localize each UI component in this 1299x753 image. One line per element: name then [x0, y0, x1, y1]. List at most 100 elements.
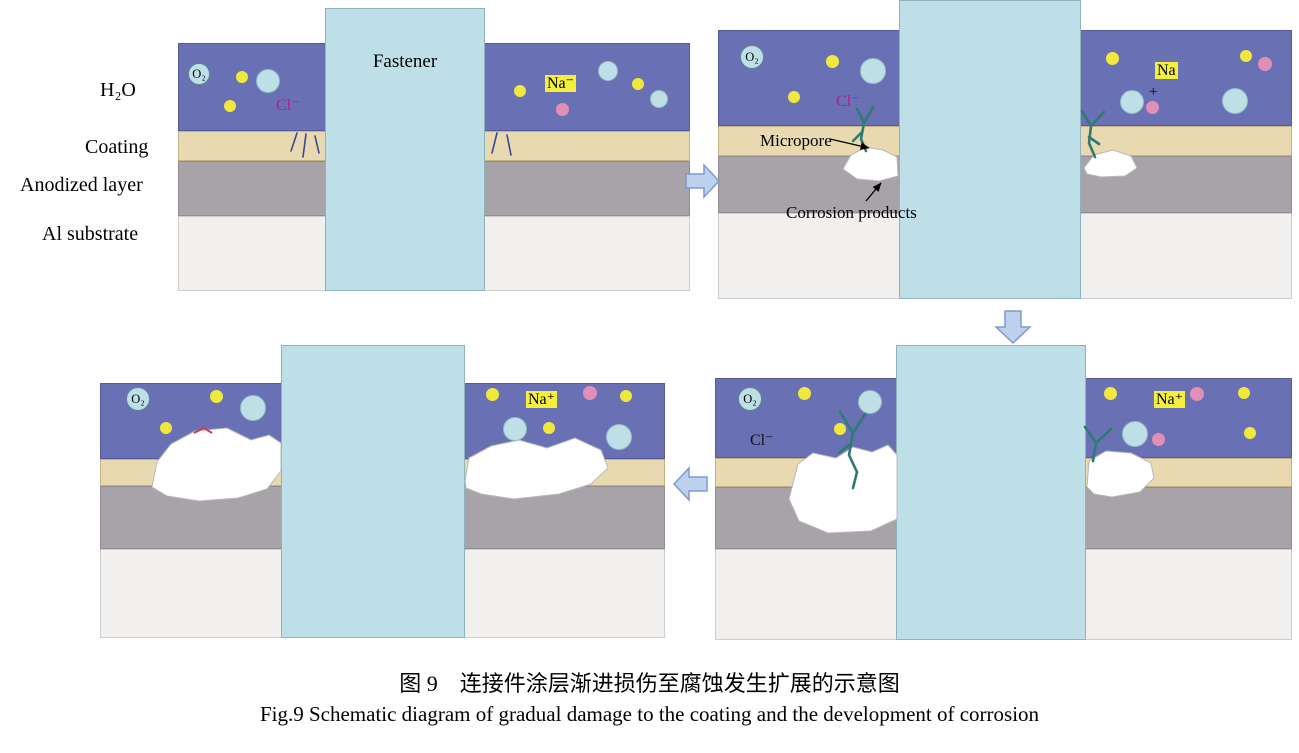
fastener — [899, 0, 1081, 299]
micropore-label: Micropore — [760, 131, 832, 150]
corrosion-blob — [464, 437, 609, 500]
figure-caption-zh: 图 9 连接件涂层渐进损伤至腐蚀发生扩展的示意图 — [399, 671, 900, 696]
yellow-ion — [543, 422, 555, 434]
yellow-ion — [1106, 52, 1119, 65]
fastener — [281, 345, 465, 638]
sodium-ion-label: Na — [1155, 62, 1178, 80]
stage-arrow-right — [685, 163, 721, 199]
yellow-ion — [834, 423, 846, 435]
label-anodized: Anodized layer — [20, 174, 143, 196]
corrosion-blob — [151, 427, 282, 502]
yellow-ion — [1238, 387, 1250, 399]
oxygen-ion-label: O₂ — [745, 49, 759, 64]
crack-path — [855, 107, 866, 125]
chloride-ion-label: Cl⁻ — [276, 97, 300, 114]
oxygen-ion-label: O₂ — [131, 391, 145, 406]
micropore-arrow — [829, 138, 870, 150]
sodium-charge-label: + — [1149, 84, 1158, 100]
crack-path — [302, 133, 307, 158]
bubble — [503, 417, 527, 441]
bubble — [606, 424, 632, 450]
yellow-ion — [236, 71, 248, 83]
oxygen-ion-badge: O₂ — [738, 387, 762, 411]
sodium-ion-text: Na⁺ — [526, 391, 558, 408]
crack-path — [1080, 109, 1093, 128]
chloride-ion-label: Cl⁻ — [750, 432, 774, 449]
yellow-ion — [1244, 427, 1256, 439]
yellow-ion — [798, 387, 811, 400]
figure-caption-en: Fig.9 Schematic diagram of gradual damag… — [259, 702, 1040, 726]
label-water: H₂O — [100, 79, 136, 101]
sodium-ion-text: Na — [1155, 62, 1178, 79]
yellow-ion — [160, 422, 172, 434]
corrosion-blob — [842, 146, 899, 182]
yellow-ion — [224, 100, 236, 112]
fastener — [896, 345, 1086, 640]
chloride-ion-label: Cl⁻ — [836, 93, 860, 110]
oxygen-ion-badge: O₂ — [740, 45, 764, 69]
crack-path — [1089, 110, 1106, 128]
bubble — [598, 61, 618, 81]
pink-ion — [1190, 387, 1204, 401]
yellow-ion — [210, 390, 223, 403]
yellow-ion — [788, 91, 800, 103]
corrosion-products-label: Corrosion products — [786, 203, 917, 222]
pink-ion — [1152, 433, 1165, 446]
crack-path — [1094, 427, 1113, 445]
sodium-ion-label: Na⁺ — [1154, 389, 1186, 409]
crack-path — [1083, 425, 1098, 445]
yellow-ion — [1240, 50, 1252, 62]
oxygen-ion-label: O₂ — [743, 391, 757, 406]
bubble — [1120, 90, 1144, 114]
yellow-ion — [632, 78, 644, 90]
crack-path — [851, 131, 863, 143]
bubble — [1222, 88, 1248, 114]
yellow-ion — [1104, 387, 1117, 400]
crack-path — [506, 134, 512, 156]
crack-path — [1087, 124, 1097, 159]
pink-ion — [583, 386, 597, 400]
pink-ion — [1258, 57, 1272, 71]
corrosion-red-mark — [193, 426, 213, 434]
fastener: Fastener — [325, 8, 485, 291]
sodium-ion-label: Na⁺ — [526, 389, 558, 409]
yellow-ion — [486, 388, 499, 401]
stage-arrow-left — [672, 466, 708, 502]
corrosion-products-arrow — [865, 182, 882, 202]
crack-path — [837, 443, 851, 455]
crack-path — [290, 132, 298, 152]
crack-path — [847, 431, 859, 474]
fastener-label: Fastener — [372, 51, 438, 72]
crack-path — [1091, 441, 1098, 463]
bubble — [1122, 421, 1148, 447]
crack-path — [862, 105, 875, 125]
pink-ion — [556, 103, 569, 116]
yellow-ion — [620, 390, 632, 402]
oxygen-ion-badge: O₂ — [188, 63, 210, 85]
label-substrate: Al substrate — [42, 223, 139, 245]
pink-ion — [1146, 101, 1159, 114]
sodium-ion-text: Na⁻ — [545, 75, 577, 92]
oxygen-ion-badge: O₂ — [126, 387, 150, 411]
crack-path — [491, 132, 498, 154]
oxygen-ion-label: O₂ — [192, 66, 206, 81]
crack-path — [314, 135, 320, 154]
corrosion-blob — [788, 444, 898, 534]
bubble — [240, 395, 266, 421]
bubble — [858, 390, 882, 414]
crack-path — [1087, 135, 1101, 146]
sodium-ion-label: Na⁻ — [545, 73, 577, 93]
bubble — [650, 90, 668, 108]
crack-path — [851, 470, 859, 490]
yellow-ion — [826, 55, 839, 68]
corrosion-blob — [1083, 149, 1138, 178]
label-coating: Coating — [85, 136, 149, 158]
corrosion-blob — [1086, 450, 1155, 498]
bubble — [256, 69, 280, 93]
yellow-ion — [514, 85, 526, 97]
sodium-ion-text: Na⁺ — [1154, 391, 1186, 408]
stage-arrow-down — [994, 310, 1032, 345]
bubble — [860, 58, 886, 84]
